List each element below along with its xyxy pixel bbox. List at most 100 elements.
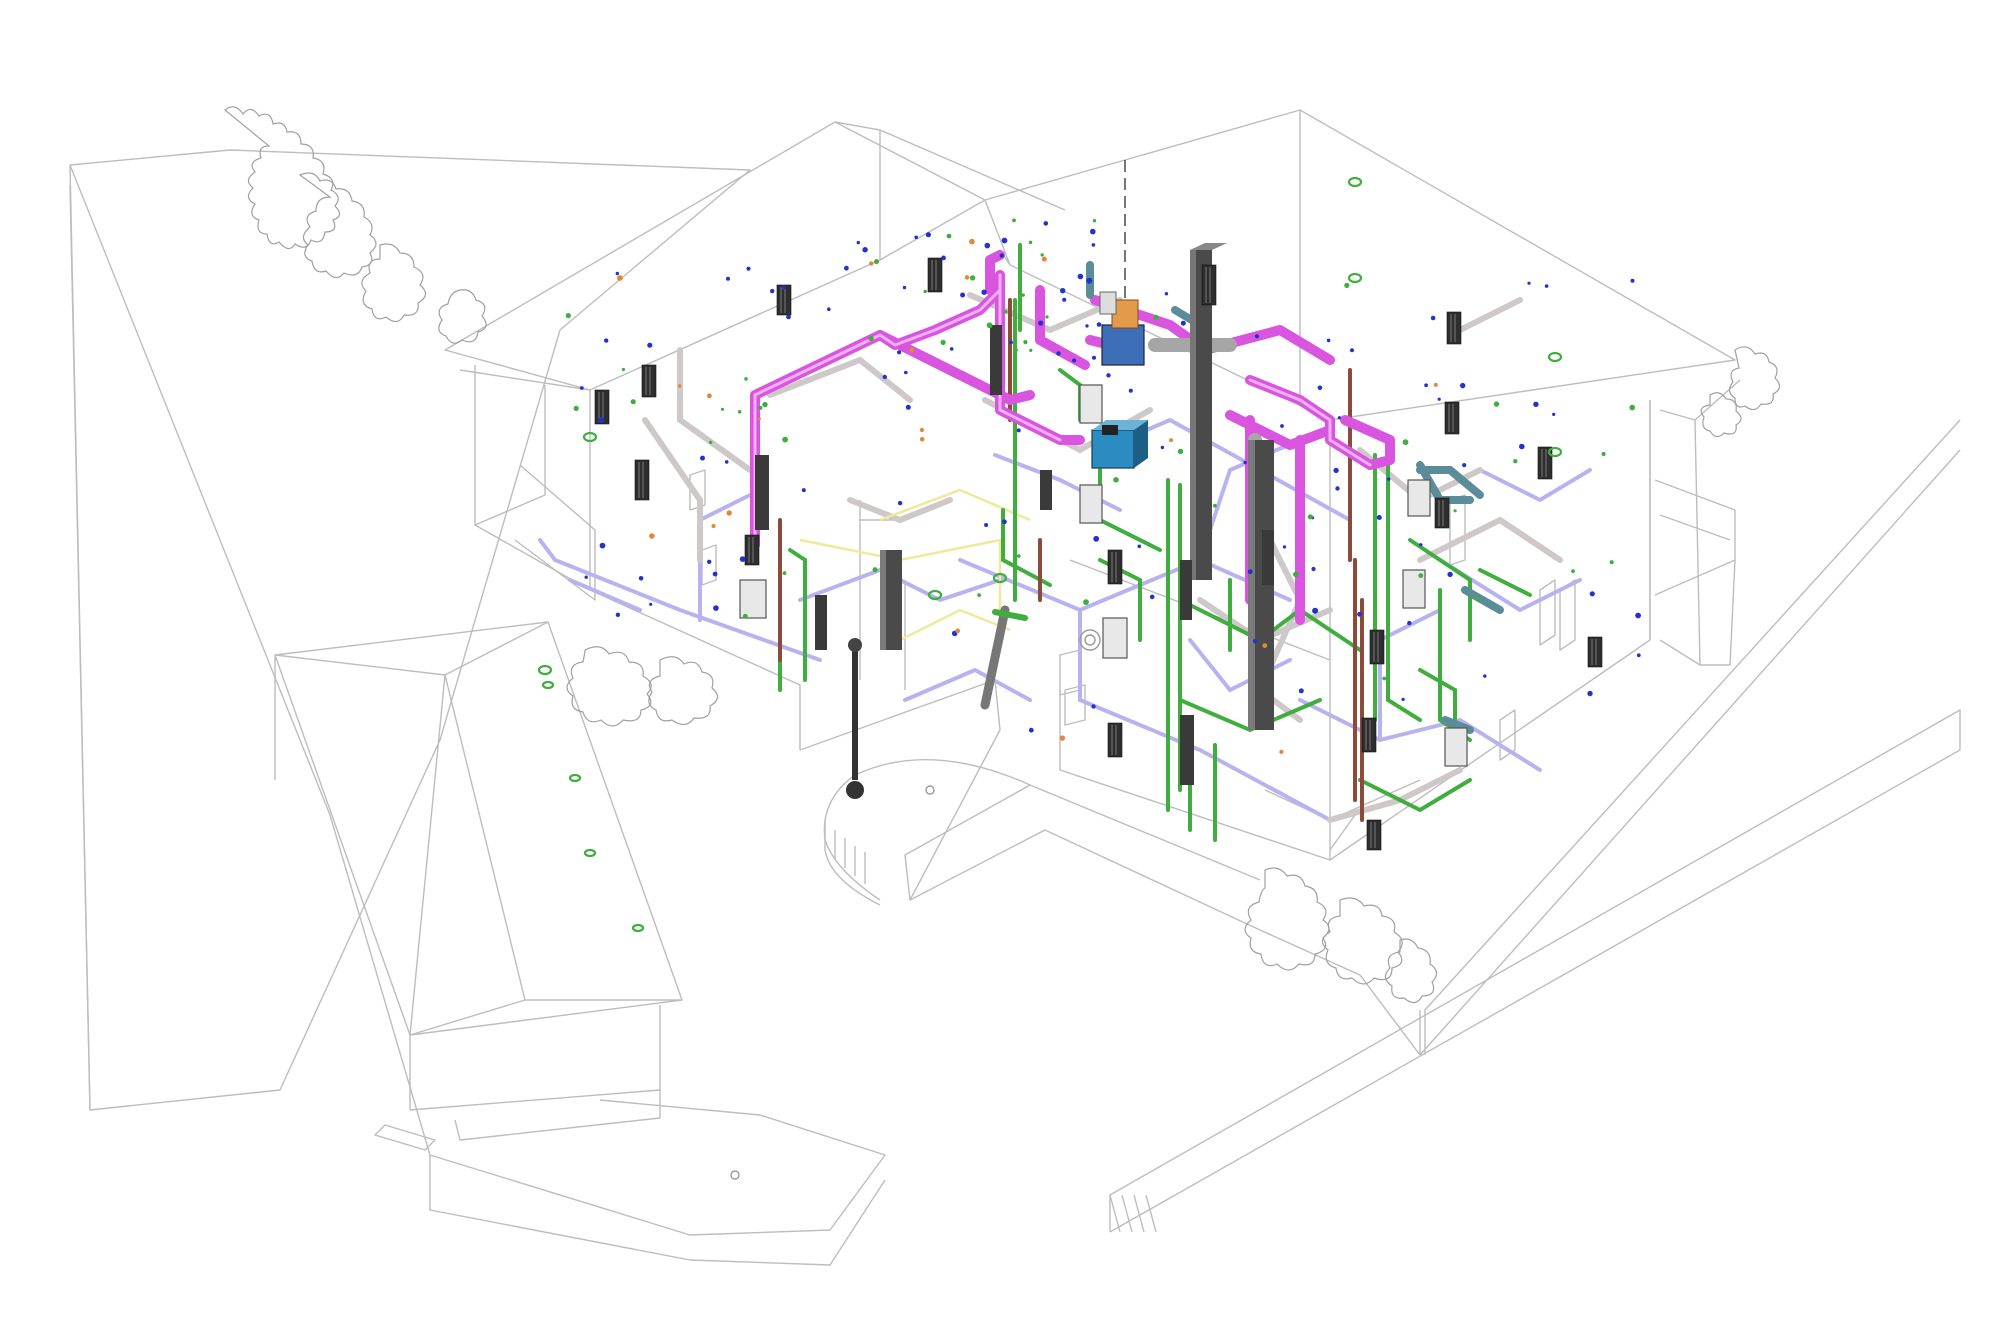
fixture-dot [1247,569,1253,575]
hedges [224,106,1781,1004]
heat-pump-icon [1091,420,1148,469]
fixture-dot [904,370,908,375]
fixture-dot [869,261,874,266]
fixture-dot [969,275,976,281]
fixture-dot [986,322,993,329]
fixture-dot [1337,416,1342,420]
fixture-dot [1571,569,1575,573]
fixture-dot [565,313,571,319]
fixture-dot [1447,571,1453,578]
fixture-dot [1630,278,1635,283]
fixture-dot [1038,320,1044,326]
fixture-dot [1021,293,1025,297]
return-lines [642,292,1563,823]
fixture-dot [1169,438,1174,443]
fixture-dot [1282,545,1287,549]
fixture-dot [746,266,751,271]
fixture-dot [638,576,644,581]
fixture-dot [1091,243,1096,247]
domestic-water-network [778,243,1532,842]
fixture-dot [1252,639,1258,644]
column-radiator-icon [755,325,1274,785]
fixture-dot [1419,543,1423,547]
fixture-dot [677,384,682,388]
fixture-dot [1177,448,1184,455]
fixture-dot [1513,459,1518,464]
fixture-dot [1062,297,1067,302]
fixture-dot [615,271,619,276]
fixture-dot [1085,324,1089,328]
fixture-dot [1279,749,1284,755]
fixture-dot [1093,535,1100,542]
vent-pipe-icon [980,605,1028,710]
fixture-dot [713,605,719,611]
fixture-dot [1056,351,1061,356]
fixture-dot [1009,340,1013,345]
gas-lines [799,488,1031,642]
fixture-dot [1262,643,1268,648]
fixture-dot [700,455,705,461]
fixture-dot [905,404,911,410]
fixture-dot [1609,560,1614,565]
fixture-dot [1149,594,1155,600]
fixture-dot [827,307,831,312]
heating-mains [750,250,1395,625]
fixture-dot [1533,401,1539,407]
fixture-dot [1092,219,1097,223]
fixture-dot [868,335,874,341]
fixture-dot [1344,282,1350,288]
fixture-dot [1113,477,1119,483]
radiator-fins [598,260,1597,848]
fixture-dot [923,289,927,294]
fixture-dot [1091,704,1096,709]
fixture-dot [579,386,584,390]
fixture-dot [1280,424,1284,428]
fixture-dot [909,347,915,353]
fixture-dot [1387,477,1391,481]
fixture-dot [1090,228,1096,235]
fixture-dot [649,602,653,606]
fixture-dot [1298,688,1304,694]
fixture-dot [902,285,907,290]
fixture-dot [1401,697,1405,702]
fixture-dot [1418,573,1424,578]
fixture-dot [758,405,763,410]
fixture-dot [1213,503,1217,508]
fixture-dot [617,275,623,281]
fixture-dot [1003,309,1008,314]
circular-terrace [823,758,1031,906]
fixture-dot [1587,690,1593,697]
fixture-dot [1083,599,1089,605]
fixture-dot [1028,240,1033,245]
fixture-dot [1474,596,1480,601]
floor-drain-icon [537,176,1563,933]
expansion-vessel [1099,291,1145,366]
fixture-dot [1544,284,1549,288]
fixture-dot [1437,397,1441,401]
fixture-dot [739,556,746,562]
fixture-dot [724,460,729,464]
fixture-dot [1382,676,1387,681]
fixture-dot [1483,674,1487,678]
fixture-dot [781,285,786,290]
fixture-dot [742,613,748,619]
fixture-dot [630,399,636,405]
fixture-dot [1017,554,1021,558]
fixture-dot [649,533,655,539]
fixture-dot [1077,273,1084,280]
fixture-dot [1629,404,1635,411]
fixture-dot [955,628,960,634]
fixture-dot [720,407,725,411]
fixture-dot [984,523,989,527]
fixture-dot [1601,451,1606,457]
fixture-dot [709,440,713,444]
fixture-dot [1016,428,1021,433]
fixture-dot [1012,218,1016,223]
fixture-dot [1014,348,1018,352]
fixture-dot [1243,460,1247,465]
fixture-dot [782,571,787,575]
fixture-dot [1059,735,1066,741]
fixture-dot [711,523,716,529]
fixture-dot [762,401,768,408]
